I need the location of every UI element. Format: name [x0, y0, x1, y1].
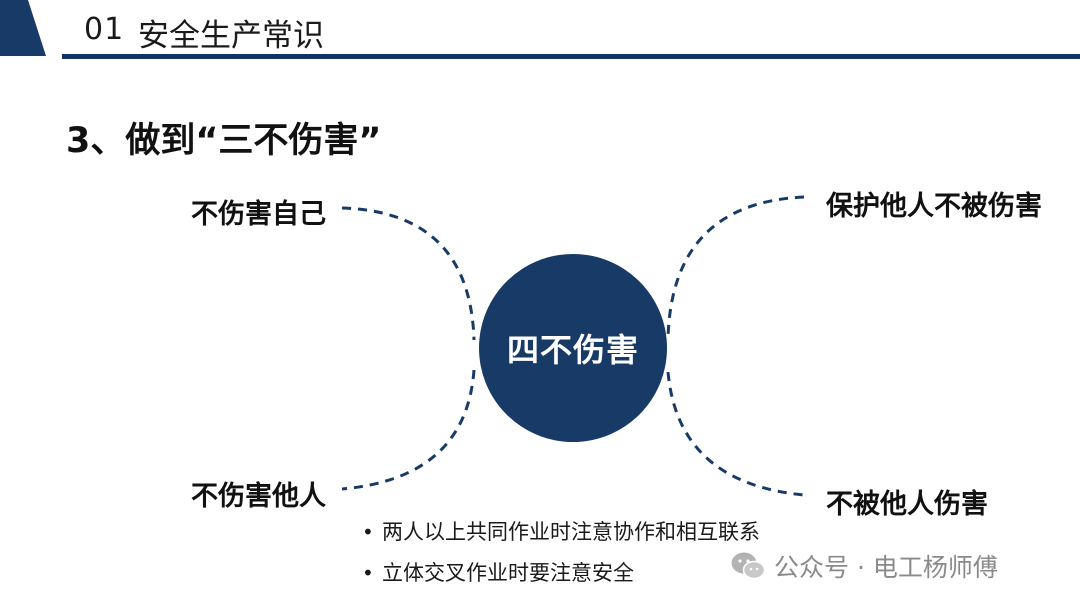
header-tab-shape: [0, 0, 46, 56]
bullet-icon: •: [362, 520, 374, 544]
point-top-right: 保护他人不被伤害: [826, 191, 1042, 222]
note-text: 两人以上共同作业时注意协作和相互联系: [382, 520, 760, 544]
header-divider: [62, 54, 1080, 59]
connector-top-right: [666, 195, 805, 339]
section-number: 01: [84, 12, 125, 47]
connector-bottom-left: [341, 369, 476, 491]
point-top-left: 不伤害自己: [191, 199, 326, 230]
wechat-icon: [731, 552, 766, 580]
point-bottom-left: 不伤害他人: [191, 481, 326, 512]
connector-top-left: [341, 206, 476, 341]
watermark-text: 公众号 · 电工杨师傅: [774, 553, 998, 582]
section-title: 安全生产常识: [138, 18, 324, 54]
connector-bottom-right: [666, 371, 805, 497]
notes-list: • 两人以上共同作业时注意协作和相互联系 • 立体交叉作业时要注意安全: [362, 519, 760, 601]
note-item: • 两人以上共同作业时注意协作和相互联系: [362, 519, 760, 545]
center-label: 四不伤害: [506, 331, 639, 369]
note-text: 立体交叉作业时要注意安全: [382, 561, 634, 585]
center-circle: 四不伤害: [479, 254, 667, 442]
slide-heading: 3、做到“三不伤害”: [66, 121, 382, 161]
watermark: 公众号 · 电工杨师傅: [730, 548, 998, 584]
bullet-icon: •: [362, 561, 374, 585]
note-item: • 立体交叉作业时要注意安全: [362, 560, 760, 586]
point-bottom-right: 不被他人伤害: [826, 489, 988, 520]
